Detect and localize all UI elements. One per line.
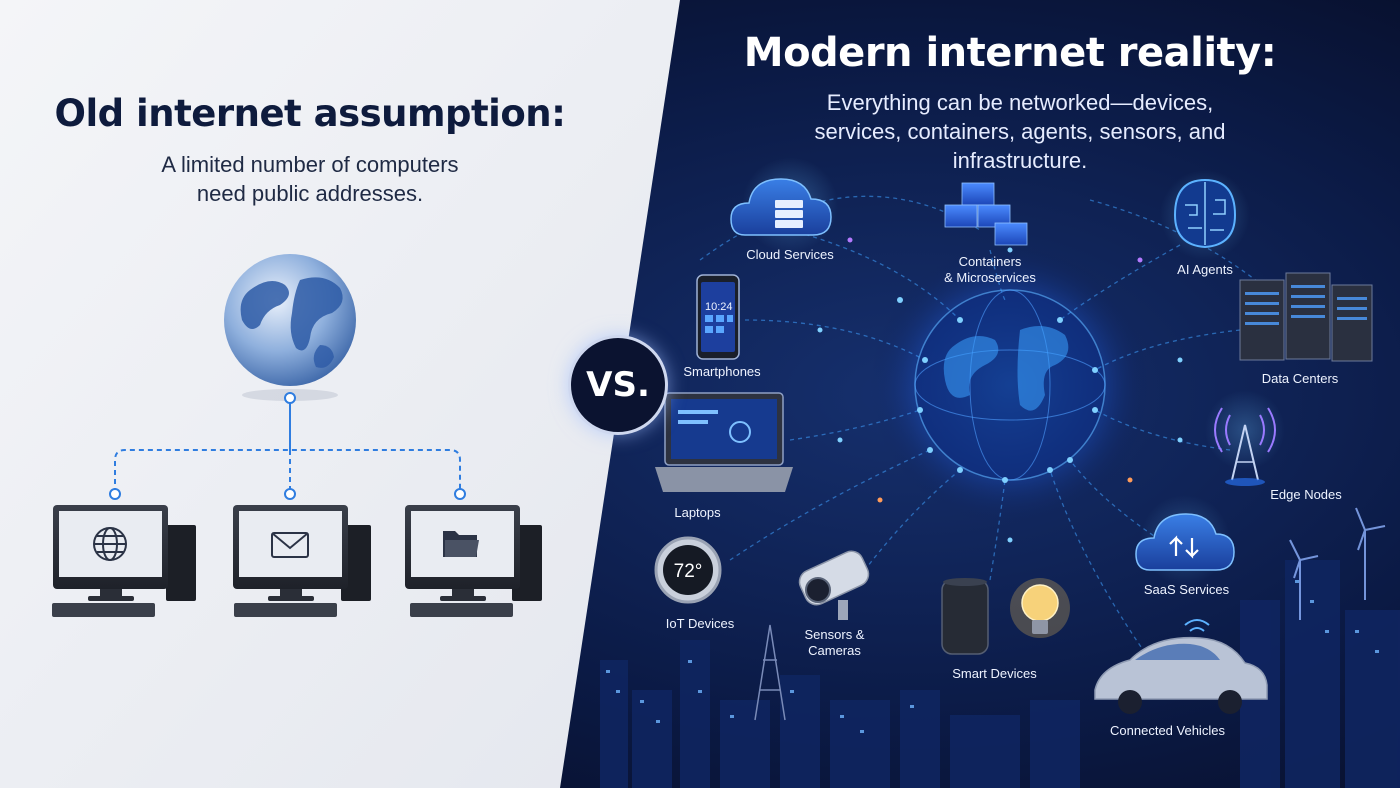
city-skyline xyxy=(600,560,1400,788)
label-edge-nodes: Edge Nodes xyxy=(1270,487,1342,502)
label-containers-line: Containers xyxy=(958,254,1022,269)
saas-cloud-icon xyxy=(1135,495,1235,585)
globe-icon xyxy=(93,527,127,561)
left-network-connectors xyxy=(114,398,461,493)
label-sensors-cameras: Sensors & Cameras xyxy=(792,627,877,659)
label-containers-line: & Microservices xyxy=(944,270,1036,285)
security-camera-icon xyxy=(798,550,870,620)
label-smartphones: Smartphones xyxy=(683,364,761,379)
cloud-services-icon xyxy=(730,157,838,253)
left-subtitle-line: A limited number of computers xyxy=(161,152,459,177)
left-subtitle: A limited number of computers need publi… xyxy=(90,150,530,208)
vs-badge: VS. xyxy=(568,335,668,435)
right-subtitle-line: services, containers, agents, sensors, a… xyxy=(814,119,1226,144)
thermostat-icon: 72° xyxy=(654,536,722,604)
label-smart-devices: Smart Devices xyxy=(952,666,1037,681)
cell-tower-icon xyxy=(754,624,786,721)
smartphone-icon xyxy=(696,274,740,360)
thermostat-reading: 72° xyxy=(674,561,703,582)
label-sensors-line: Sensors & xyxy=(804,627,865,642)
connected-vehicle-icon xyxy=(1094,619,1268,714)
desktop-computer xyxy=(233,505,371,617)
right-title: Modern internet reality: xyxy=(743,30,1277,76)
label-iot-devices: IoT Devices xyxy=(665,616,735,631)
left-globe-icon xyxy=(224,254,356,401)
containers-icon xyxy=(944,182,1028,246)
label-ai-agents: AI Agents xyxy=(1177,262,1233,277)
smart-speaker-icon xyxy=(941,578,989,655)
left-subtitle-line: need public addresses. xyxy=(196,181,424,206)
mail-icon xyxy=(271,532,309,558)
network-nodes xyxy=(817,237,1183,543)
laptop-icon xyxy=(655,392,793,492)
right-subtitle: Everything can be networked—devices, ser… xyxy=(760,88,1280,175)
label-cloud-services: Cloud Services xyxy=(746,247,834,262)
light-bulb-icon xyxy=(1010,578,1070,638)
ai-brain-icon xyxy=(1160,170,1250,260)
label-laptops: Laptops xyxy=(674,505,721,520)
left-connector-nodes xyxy=(109,392,466,500)
phone-time: 10:24 xyxy=(705,301,733,313)
edge-node-tower-icon xyxy=(1205,390,1285,486)
folder-icon xyxy=(443,531,479,557)
right-subtitle-line: infrastructure. xyxy=(952,148,1088,173)
desktop-computer xyxy=(52,505,196,617)
label-saas-services: SaaS Services xyxy=(1143,582,1230,597)
left-title: Old internet assumption: xyxy=(54,92,566,135)
label-connected-vehicles: Connected Vehicles xyxy=(1110,723,1225,738)
central-network-globe xyxy=(870,245,1150,525)
data-center-icon xyxy=(1239,272,1373,362)
label-data-centers: Data Centers xyxy=(1261,371,1339,386)
right-subtitle-line: Everything can be networked—devices, xyxy=(826,90,1214,115)
city-lights xyxy=(606,580,1379,733)
label-containers: Containers & Microservices xyxy=(930,254,1050,286)
wind-turbine-icon xyxy=(1289,507,1386,620)
label-sensors-line: Cameras xyxy=(808,643,861,658)
desktop-computer xyxy=(405,505,542,617)
